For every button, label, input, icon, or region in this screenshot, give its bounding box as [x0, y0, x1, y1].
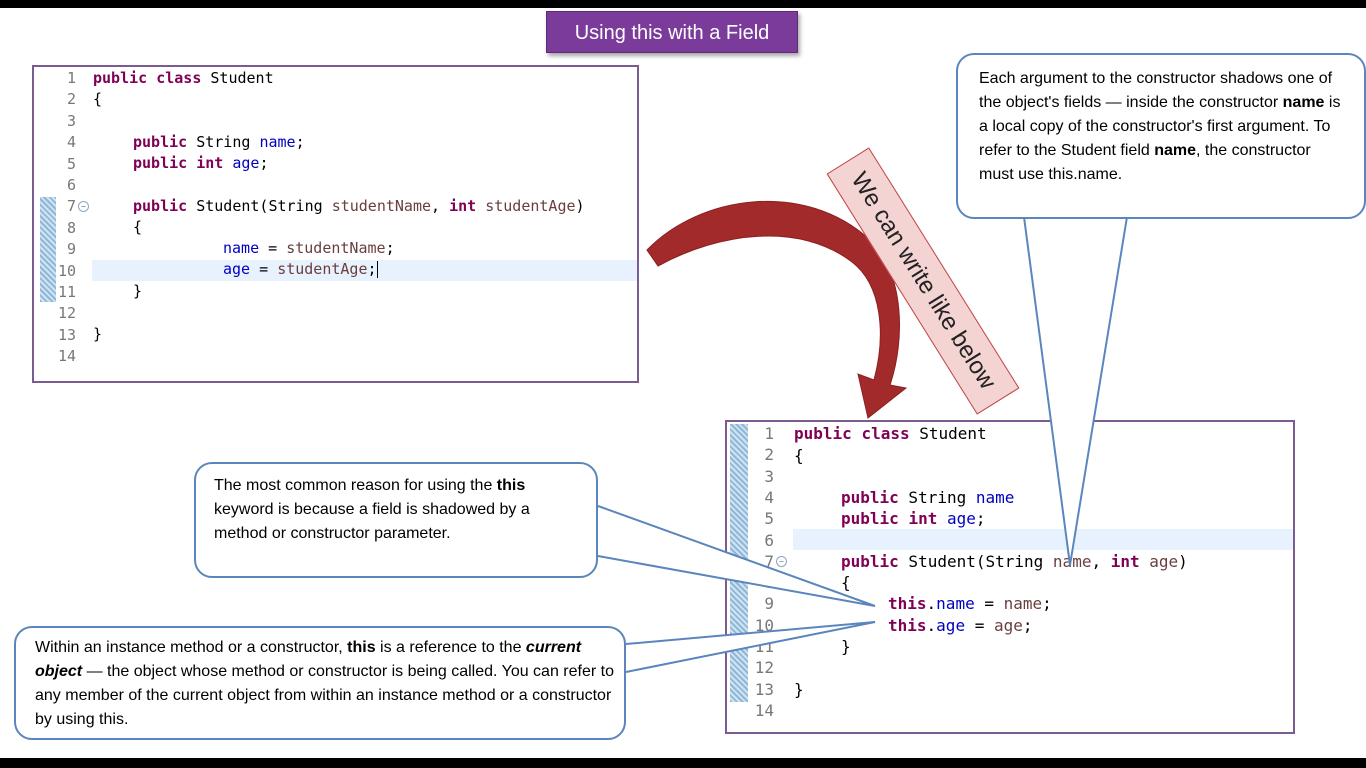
current-line-highlight	[793, 529, 1293, 550]
text-cursor	[376, 261, 378, 278]
code-line-2: {	[794, 446, 804, 465]
callout-common-reason-text: The most common reason for using the thi…	[214, 477, 530, 542]
callout-current-object: Within an instance method or a construct…	[14, 626, 626, 740]
line-number-12: 12	[754, 658, 774, 678]
line-number-1: 1	[764, 424, 774, 443]
code-line-10: age = studentAge;	[223, 260, 378, 278]
line-number-5: 5	[66, 154, 76, 173]
current-line-highlight	[92, 260, 637, 281]
bottom-black-bar	[0, 758, 1366, 768]
breakpoint-marker	[40, 197, 56, 302]
slide-title: Using this with a Field	[546, 11, 798, 53]
code-line-7: public Student(String name, int age)	[841, 552, 1188, 571]
line-number-1: 1	[66, 69, 76, 87]
line-number-7: 7	[66, 197, 76, 216]
line-number-6: 6	[764, 530, 774, 550]
line-number-14: 14	[754, 700, 774, 720]
callout-shadowing-text: Each argument to the constructor shadows…	[979, 70, 1341, 183]
line-number-9: 9	[66, 240, 76, 259]
callout-current-object-text: Within an instance method or a construct…	[35, 639, 614, 728]
line-number-11: 11	[57, 283, 76, 301]
fold-collapse-icon[interactable]: −	[78, 201, 89, 213]
code-line-10: this.age = age;	[888, 616, 1033, 635]
code-line-8: {	[133, 218, 143, 236]
line-number-4: 4	[66, 133, 76, 152]
line-number-13: 13	[57, 325, 76, 344]
code-line-7: public Student(String studentName, int s…	[133, 197, 585, 215]
code-line-5: public int age;	[133, 154, 269, 172]
code-line-8: {	[841, 573, 851, 592]
line-number-8: 8	[66, 218, 76, 237]
line-number-10: 10	[754, 615, 774, 635]
line-number-8: 8	[764, 573, 774, 593]
fold-collapse-icon[interactable]: −	[776, 555, 787, 567]
callout-common-reason: The most common reason for using the thi…	[194, 462, 598, 578]
line-number-10: 10	[57, 261, 76, 280]
code-line-1: public class Student	[794, 424, 987, 443]
line-number-14: 14	[57, 347, 76, 366]
line-number-4: 4	[764, 487, 774, 507]
top-black-bar	[0, 0, 1366, 8]
line-number-9: 9	[764, 594, 774, 614]
code-line-1: public class Student	[93, 69, 274, 87]
line-number-2: 2	[764, 445, 774, 465]
code-line-13: }	[794, 680, 804, 699]
line-number-2: 2	[66, 90, 76, 109]
line-number-5: 5	[764, 509, 774, 529]
callout-shadowing: Each argument to the constructor shadows…	[956, 53, 1366, 219]
code-line-11: }	[841, 637, 851, 656]
line-number-3: 3	[764, 466, 774, 486]
code-line-4: public String name;	[133, 133, 305, 151]
line-number-11: 11	[754, 637, 774, 656]
line-number-7: 7	[764, 551, 774, 571]
code-line-11: }	[133, 282, 143, 300]
code-line-9: this.name = name;	[888, 594, 1052, 613]
code-line-5: public int age;	[841, 509, 986, 528]
line-number-3: 3	[66, 111, 76, 130]
line-number-13: 13	[754, 679, 774, 699]
code-line-2: {	[93, 90, 103, 108]
code-line-13: }	[93, 325, 103, 343]
code-line-4: public String name	[841, 488, 1015, 507]
line-number-6: 6	[66, 176, 76, 194]
line-number-12: 12	[57, 304, 76, 323]
code-line-9: name = studentName;	[223, 239, 395, 257]
